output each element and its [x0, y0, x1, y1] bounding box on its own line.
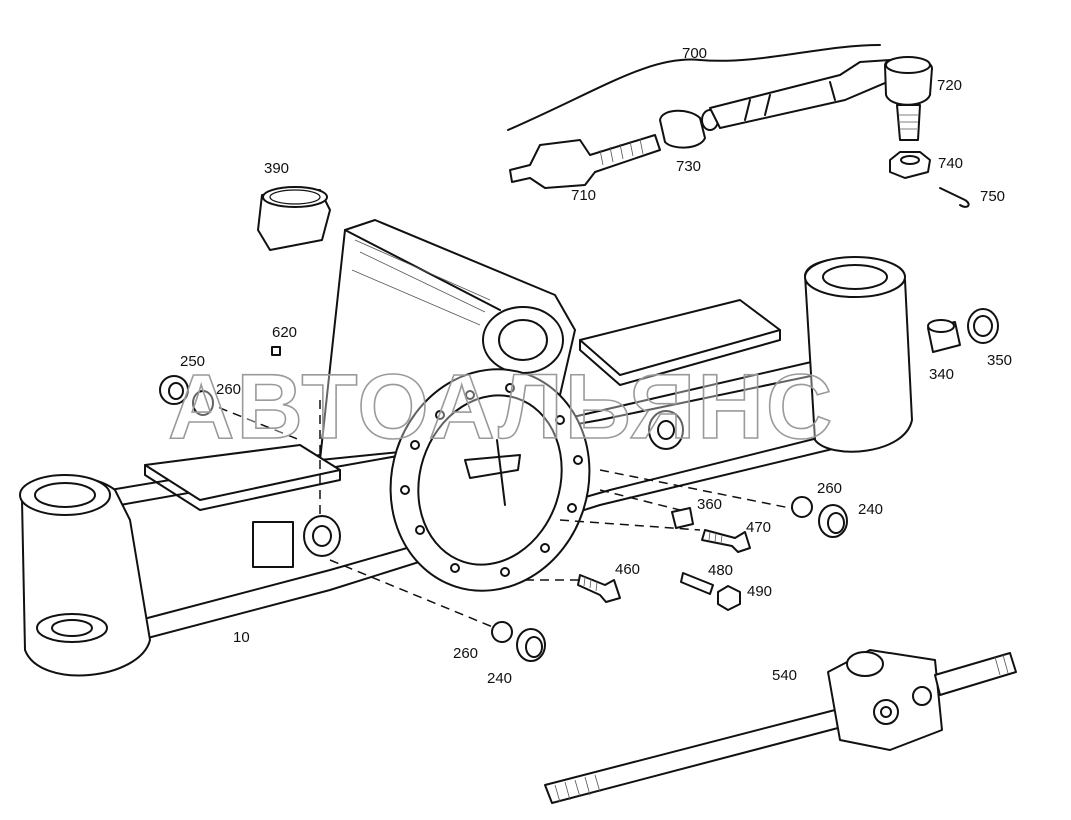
- part-labels: 700 720 710 730 740 750 390 620 250 260 …: [180, 45, 1012, 687]
- bushing-390: [257, 186, 331, 251]
- label-260-right: 260: [817, 480, 842, 497]
- label-620: 620: [272, 324, 297, 341]
- tie-rod-assembly: [507, 44, 970, 208]
- label-260-left: 260: [216, 381, 241, 398]
- label-340: 340: [929, 366, 954, 383]
- label-750: 750: [980, 188, 1005, 205]
- label-360: 360: [697, 496, 722, 513]
- label-350: 350: [987, 352, 1012, 369]
- small-parts-right: [491, 308, 999, 662]
- label-700: 700: [682, 45, 707, 62]
- label-240-right: 240: [858, 501, 883, 518]
- label-710: 710: [571, 187, 596, 204]
- label-480: 480: [708, 562, 733, 579]
- label-260-lower: 260: [453, 645, 478, 662]
- label-490: 490: [747, 583, 772, 600]
- label-720: 720: [937, 77, 962, 94]
- axle-housing: [19, 219, 913, 677]
- watermark-text: АВТОАЛЬЯНС: [168, 356, 834, 458]
- small-parts-left: [159, 346, 281, 416]
- axle-shaft-540: [544, 649, 1017, 804]
- label-740: 740: [938, 155, 963, 172]
- label-470: 470: [746, 519, 771, 536]
- label-250: 250: [180, 353, 205, 370]
- label-10: 10: [233, 629, 250, 646]
- label-730: 730: [676, 158, 701, 175]
- label-240-lower: 240: [487, 670, 512, 687]
- assembly-lines: [204, 400, 801, 631]
- label-390: 390: [264, 160, 289, 177]
- label-540: 540: [772, 667, 797, 684]
- label-460: 460: [615, 561, 640, 578]
